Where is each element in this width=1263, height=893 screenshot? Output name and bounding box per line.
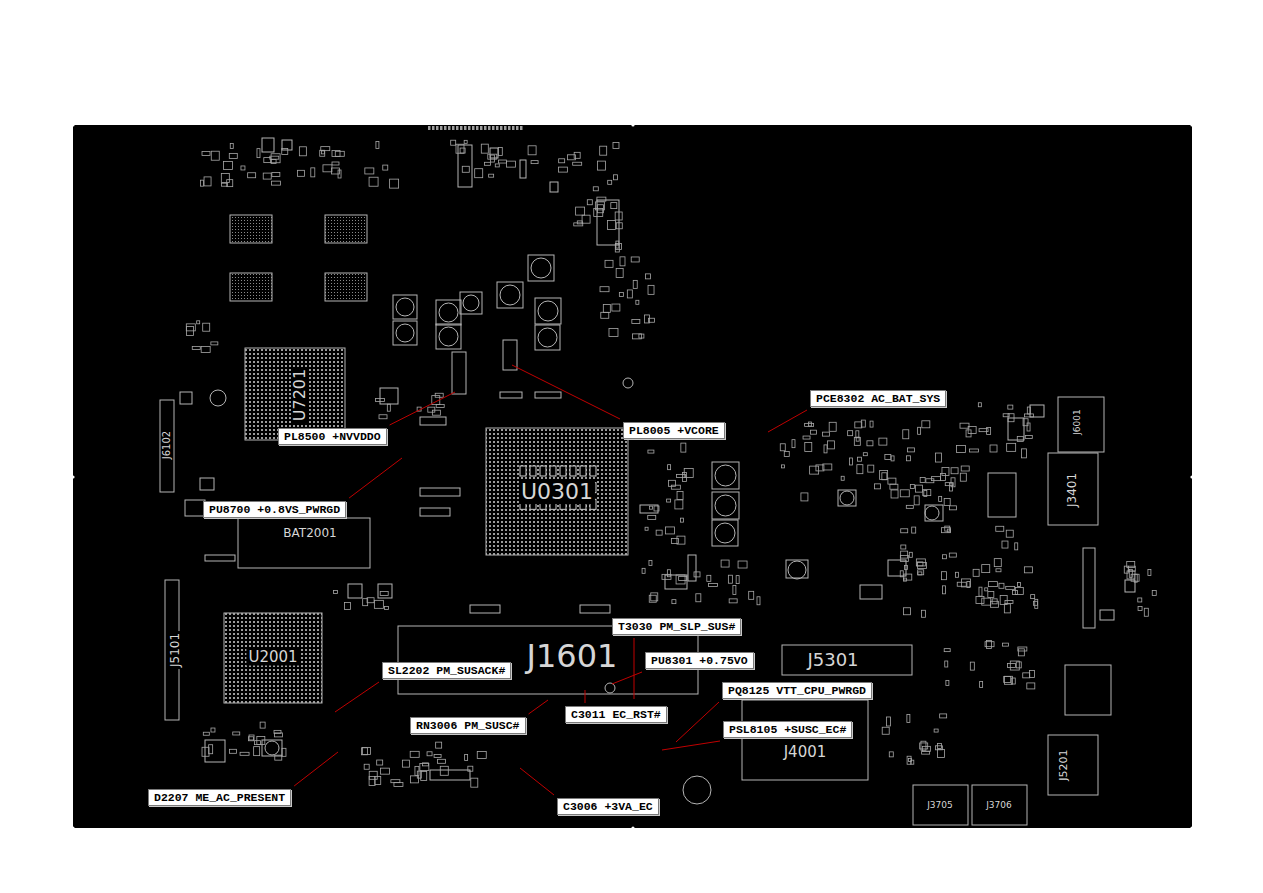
callout-box: PQ8125 VTT_CPU_PWRGD <box>722 682 872 699</box>
inductors <box>393 255 739 546</box>
callout-text: PU8700 +0.8VS_PWRGD <box>209 503 340 516</box>
silkscreen-label: J1601 <box>525 639 620 673</box>
silkscreen-label: BAT2001 <box>281 526 338 540</box>
silkscreen-label: J3401 <box>1065 471 1079 509</box>
callout-box: PU8700 +0.8VS_PWRGD <box>203 501 346 518</box>
component-outlines <box>160 138 1135 825</box>
silkscreen-label: U7201 <box>291 367 309 423</box>
leader-line <box>768 410 807 432</box>
leader-line <box>676 702 719 742</box>
bga-chips <box>224 215 628 703</box>
smd-pads <box>186 140 1156 787</box>
callout-box: T3030 PM_SLP_SUS# <box>612 618 741 635</box>
callout-text: PL8005 +VCORE <box>629 424 719 437</box>
silkscreen-label: J3705 <box>925 800 955 811</box>
callout-box: PL8005 +VCORE <box>623 422 725 439</box>
silkscreen-label: J4001 <box>782 744 829 761</box>
callout-text: T3030 PM_SLP_SUS# <box>618 620 735 633</box>
callout-text: C3006 +3VA_EC <box>563 800 653 813</box>
silkscreen-label: J5301 <box>805 650 860 670</box>
callout-box: SL2202 PM_SUSACK# <box>382 662 511 679</box>
silkscreen-label: J5201 <box>1057 747 1070 782</box>
edge-markers <box>71 123 1193 829</box>
callout-box: C3006 +3VA_EC <box>557 798 659 815</box>
callout-box: RN3006 PM_SUSC# <box>410 717 526 734</box>
leader-line <box>349 458 402 498</box>
callout-text: SL2202 PM_SUSACK# <box>388 664 505 677</box>
silkscreen-label: J5101 <box>168 631 182 669</box>
leader-line <box>335 682 379 712</box>
leader-line <box>520 768 554 795</box>
leader-line <box>662 741 720 750</box>
silkscreen-label: J6102 <box>161 429 173 461</box>
leader-line <box>612 672 642 684</box>
callout-text: PCE8302 AC_BAT_SYS <box>816 392 940 405</box>
pcb-board <box>73 125 1192 828</box>
callout-box: PL8500 +NVVDDO <box>278 428 387 445</box>
round-parts <box>210 378 939 804</box>
silkscreen-label: J6001 <box>1072 407 1083 437</box>
silkscreen-label: U2001 <box>246 649 299 666</box>
leader-line <box>634 638 635 699</box>
leader-line <box>512 365 620 419</box>
callout-text: D2207 ME_AC_PRESENT <box>154 791 285 804</box>
silkscreen-label: U0301 <box>519 480 595 504</box>
callout-box: PSL8105 +SUSC_EC# <box>723 721 852 738</box>
edge-connector <box>428 126 523 130</box>
callout-box: C3011 EC_RST# <box>565 706 667 723</box>
leader-line <box>585 690 586 703</box>
callout-text: PQ8125 VTT_CPU_PWRGD <box>728 684 866 697</box>
callout-text: PU8301 +0.75VO <box>651 654 748 667</box>
callout-text: PSL8105 +SUSC_EC# <box>729 723 846 736</box>
silkscreen-label: J3706 <box>984 800 1014 811</box>
leader-line <box>390 392 455 425</box>
callout-text: C3011 EC_RST# <box>571 708 661 721</box>
callout-box: PCE8302 AC_BAT_SYS <box>810 390 946 407</box>
callout-box: D2207 ME_AC_PRESENT <box>148 789 291 806</box>
callout-box: PU8301 +0.75VO <box>645 652 754 669</box>
callout-text: PL8500 +NVVDDO <box>284 430 381 443</box>
callout-text: RN3006 PM_SUSC# <box>416 719 520 732</box>
leader-line <box>529 700 548 714</box>
leader-line <box>294 752 338 786</box>
